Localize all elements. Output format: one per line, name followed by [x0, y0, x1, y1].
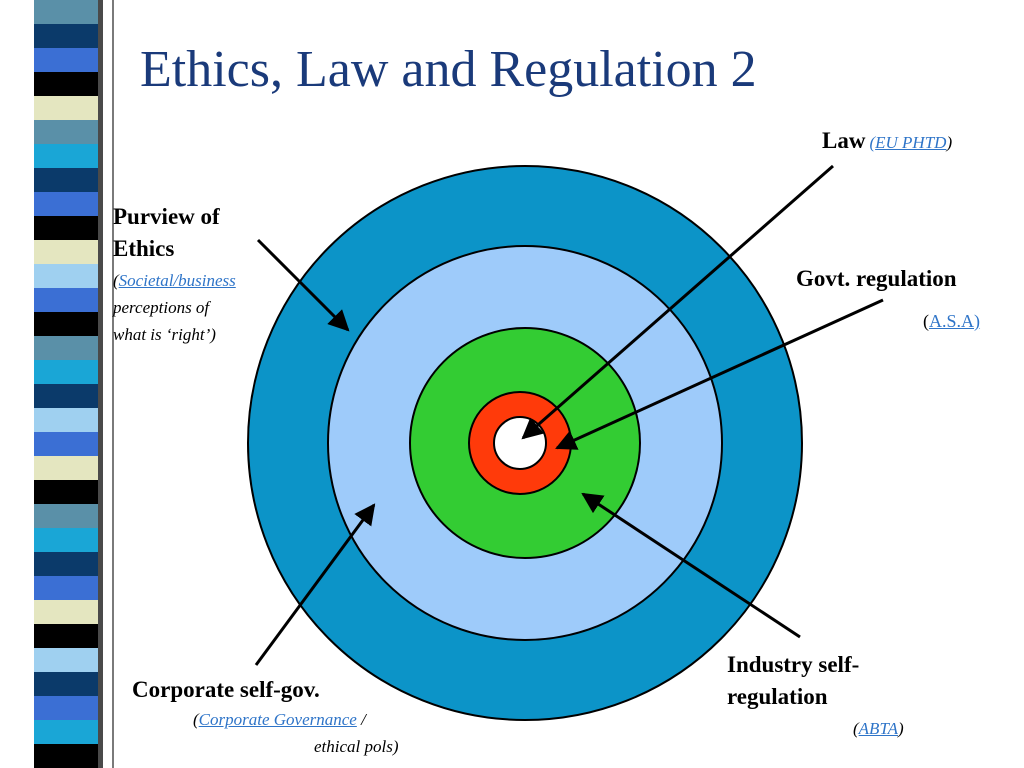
strip-block [34, 0, 98, 24]
strip-block [34, 360, 98, 384]
label-govt-regulation: Govt. regulation [796, 266, 957, 291]
industry-paren-open: ( [853, 719, 859, 738]
law-link[interactable]: EU PHTD [875, 133, 947, 152]
strip-block [34, 96, 98, 120]
strip-block [34, 576, 98, 600]
arrow-industry [581, 492, 801, 639]
law-title: Law [822, 128, 866, 153]
ethics-link[interactable]: Societal/business [118, 271, 236, 290]
strip-block [34, 624, 98, 648]
strip-block [34, 72, 98, 96]
ethics-line-1: Purview of [113, 204, 220, 229]
ethics-paren-open: ( [113, 271, 119, 290]
strip-block [34, 312, 98, 336]
strip-block [34, 480, 98, 504]
strip-block [34, 432, 98, 456]
strip-block [34, 384, 98, 408]
industry-line-1: Industry self- [727, 652, 860, 677]
label-law: Law (EU PHTD) [822, 128, 952, 154]
corporate-link[interactable]: Corporate Governance [198, 710, 357, 729]
industry-link[interactable]: ABTA [858, 719, 899, 738]
strip-block [34, 720, 98, 744]
law-paren-open: ( [869, 133, 876, 152]
ethics-line-4: perceptions of [113, 298, 210, 317]
arrow-law [521, 164, 834, 440]
law-paren-close: ) [946, 133, 953, 152]
strip-block [34, 600, 98, 624]
arrow-ethics [256, 238, 350, 332]
govt-link[interactable]: A.S.A) [929, 311, 981, 331]
strip-block [34, 264, 98, 288]
strip-block [34, 120, 98, 144]
strip-block [34, 456, 98, 480]
corporate-paren-open: ( [193, 710, 199, 729]
strip-block [34, 648, 98, 672]
ethics-line-2: Ethics [113, 236, 175, 261]
strip-block [34, 696, 98, 720]
strip-block [34, 408, 98, 432]
arrow-govt-regulation [555, 298, 884, 450]
strip-block [34, 48, 98, 72]
ethics-line-3: (Societal/business [113, 271, 236, 291]
strip-block [34, 504, 98, 528]
govt-paren-open: ( [923, 311, 929, 331]
strip-block [34, 168, 98, 192]
strip-block [34, 192, 98, 216]
industry-paren-close: ) [898, 719, 904, 738]
strip-block [34, 672, 98, 696]
strip-block [34, 528, 98, 552]
corporate-source: (Corporate Governance / [193, 710, 366, 730]
govt-source: (A.S.A) [923, 311, 980, 332]
decorative-color-strip [34, 0, 98, 768]
strip-block [34, 24, 98, 48]
strip-block [34, 744, 98, 768]
slide-title: Ethics, Law and Regulation 2 [140, 41, 757, 98]
label-corporate-self-gov: Corporate self-gov. [132, 677, 320, 702]
industry-line-2: regulation [727, 684, 828, 709]
strip-block [34, 240, 98, 264]
corporate-line-3: ethical pols) [314, 737, 399, 756]
arrow-corporate [254, 503, 376, 666]
ethics-line-5: what is ‘right’) [113, 325, 216, 344]
strip-block [34, 336, 98, 360]
strip-block [34, 216, 98, 240]
strip-block [34, 288, 98, 312]
strip-block [34, 552, 98, 576]
corporate-slash: / [356, 710, 366, 729]
vertical-rule [112, 0, 114, 768]
industry-source: (ABTA) [853, 719, 904, 739]
strip-block [34, 144, 98, 168]
